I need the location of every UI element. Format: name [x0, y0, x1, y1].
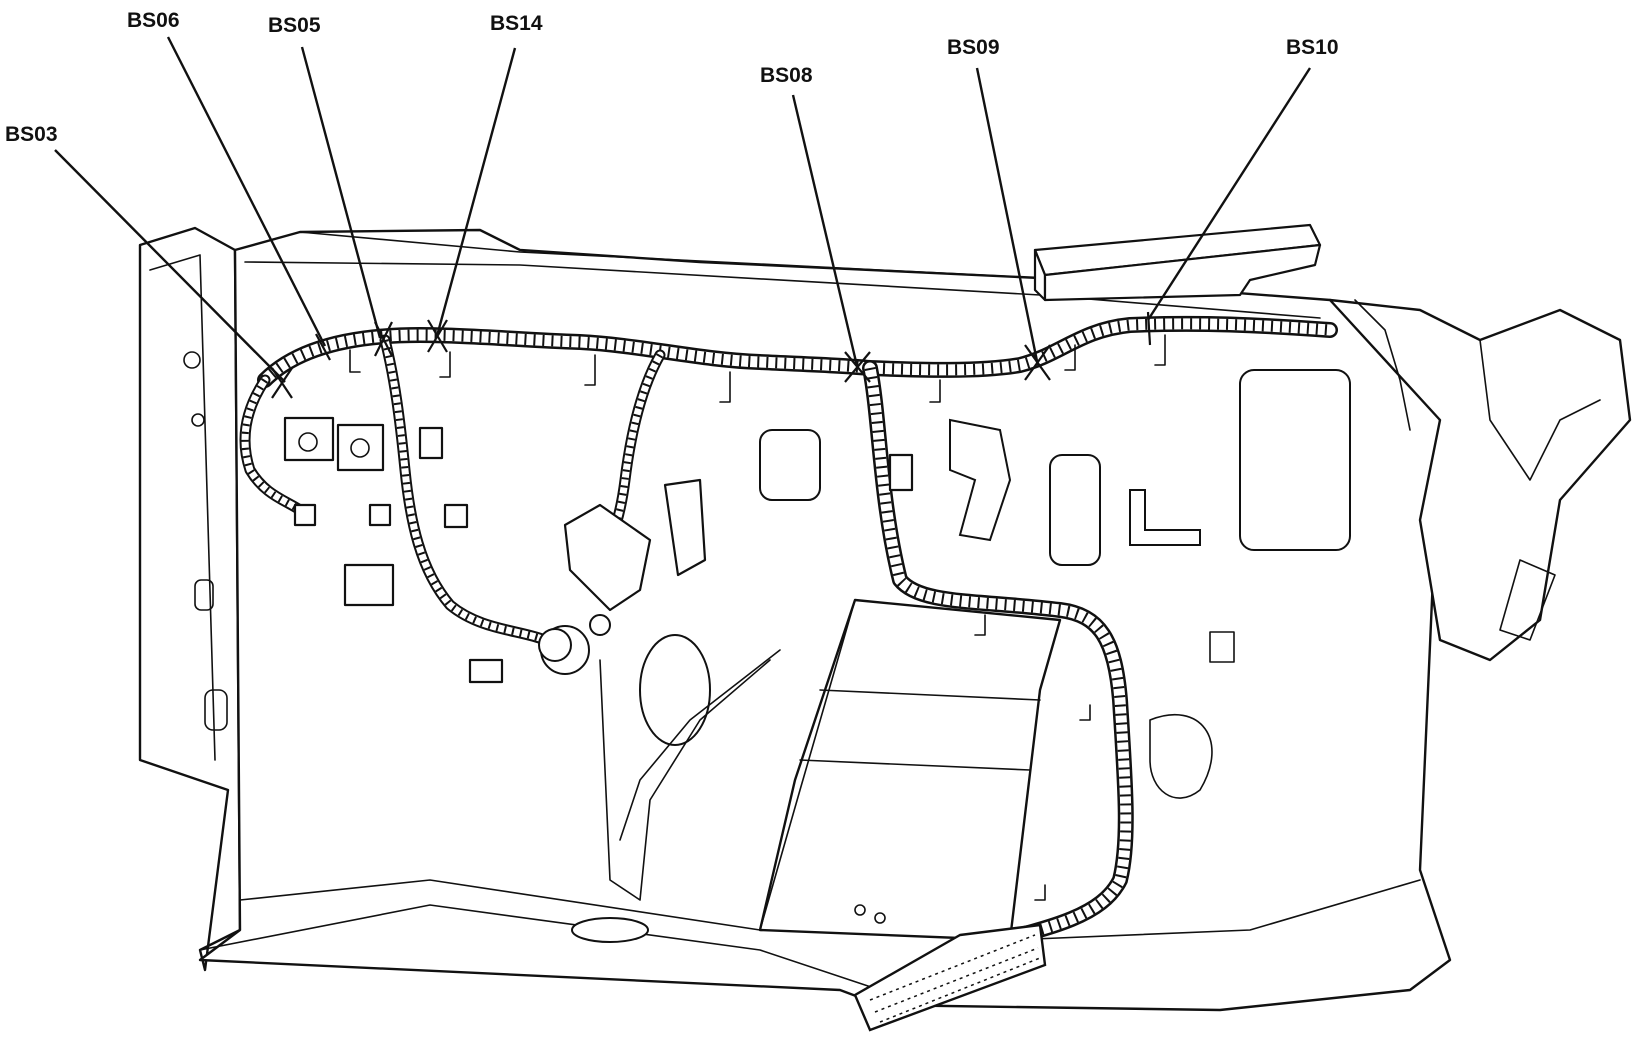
- leader-line-bs10: [1146, 67, 1312, 321]
- connector-block: [663, 478, 707, 577]
- panel-hole: [571, 917, 649, 943]
- panel-recess: [1239, 369, 1351, 551]
- panel-recess: [1129, 489, 1201, 546]
- cowl-bracket: [1033, 223, 1322, 302]
- junction-module: [343, 563, 395, 607]
- connector: [888, 453, 914, 492]
- grommet: [538, 628, 572, 662]
- main-harness: [257, 315, 1338, 388]
- connector: [418, 426, 444, 460]
- panel-recess: [759, 429, 821, 501]
- left-pillar: [138, 226, 242, 972]
- cowl-panel: [198, 228, 1452, 1012]
- leader-line-bs06: [166, 36, 327, 347]
- relay-block: [283, 416, 335, 462]
- leader-line-bs05: [300, 46, 382, 339]
- panel-recess: [1049, 454, 1101, 566]
- harness-branches: [239, 334, 1134, 1032]
- panel-recess: [949, 418, 1012, 542]
- components: [283, 334, 1166, 901]
- dash-panel: [138, 226, 1632, 1012]
- connector: [368, 503, 392, 527]
- callout-bs06: BS06: [127, 9, 180, 32]
- callout-bs14: BS14: [490, 12, 543, 35]
- panel-hole: [589, 614, 611, 636]
- leader-lines: [54, 36, 1312, 383]
- callout-bs05: BS05: [268, 14, 321, 37]
- connector: [468, 658, 504, 684]
- callout-bs08: BS08: [760, 64, 813, 87]
- connector: [293, 503, 317, 527]
- callout-bs10: BS10: [1286, 36, 1339, 59]
- callout-bs09: BS09: [947, 36, 1000, 59]
- leader-line-bs03: [54, 149, 286, 383]
- braided-conduit: [853, 923, 1047, 1032]
- control-module: [563, 503, 652, 612]
- leader-line-bs08: [791, 94, 859, 367]
- callout-labels: BS03 BS06 BS05 BS14 BS08 BS09 BS10: [5, 9, 1339, 146]
- callout-bs03: BS03: [5, 123, 58, 146]
- panel-hole: [639, 634, 711, 746]
- leader-line-bs09: [975, 67, 1039, 362]
- connector: [443, 503, 469, 529]
- relay-block: [336, 423, 385, 472]
- leader-line-bs14: [435, 47, 517, 337]
